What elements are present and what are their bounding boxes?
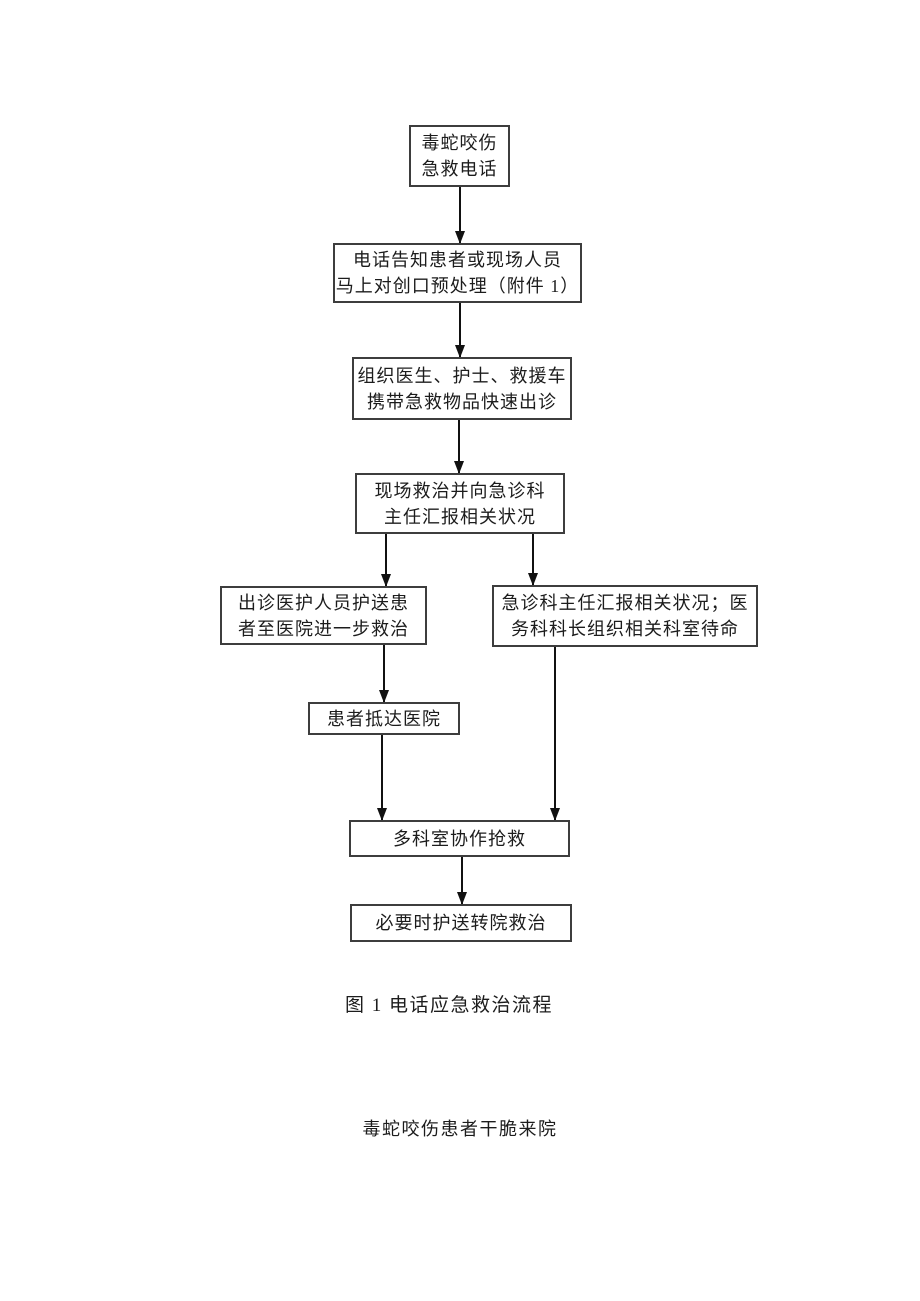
flow-node-dispatch-team: 组织医生、护士、救援车 携带急救物品快速出诊	[352, 357, 572, 420]
flow-node-director-report-standby: 急诊科主任汇报相关状况；医 务科科长组织相关科室待命	[492, 585, 758, 647]
figure-caption: 图 1 电话应急救治流程	[344, 995, 553, 1016]
flow-node-multidept-rescue: 多科室协作抢救	[349, 820, 570, 857]
next-flowchart-heading: 毒蛇咬伤患者干脆来院	[362, 1119, 558, 1139]
flow-node-phone-wound-pretreatment: 电话告知患者或现场人员 马上对创口预处理（附件 1）	[333, 243, 582, 303]
flow-node-escort-to-hospital: 出诊医护人员护送患 者至医院进一步救治	[220, 586, 427, 645]
flow-node-snakebite-hotline: 毒蛇咬伤 急救电话	[409, 125, 510, 187]
flow-node-patient-arrives: 患者抵达医院	[308, 702, 460, 735]
flow-node-onsite-treatment-report: 现场救治并向急诊科 主任汇报相关状况	[355, 473, 565, 534]
flow-node-transfer-treatment: 必要时护送转院救治	[350, 904, 572, 942]
